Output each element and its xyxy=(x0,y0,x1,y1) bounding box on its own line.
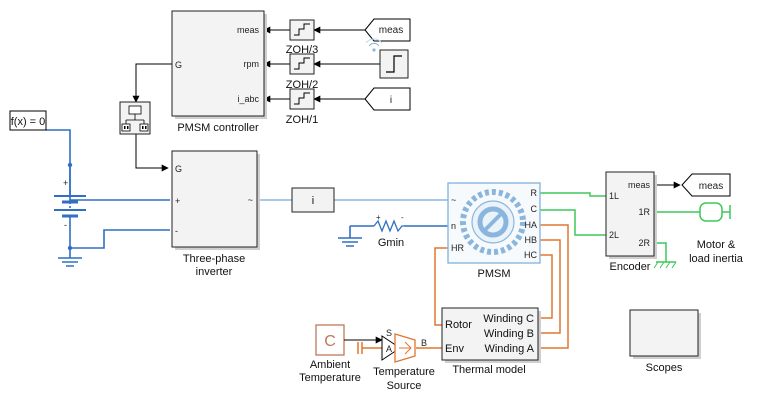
mechanical-reference-icon xyxy=(653,261,677,269)
pmsm-port-c: C xyxy=(531,204,538,214)
temp-source-port-b: B xyxy=(421,338,427,348)
inverter-port-plus: + xyxy=(175,196,180,206)
pmsm-port-r: R xyxy=(531,188,538,198)
inverter-port-ac: ~ xyxy=(248,195,253,205)
dc-voltage-source[interactable]: + - xyxy=(54,178,86,230)
temp-source-port-a: A xyxy=(386,344,392,354)
svg-text:+: + xyxy=(376,213,381,222)
encoder-port-1r: 1R xyxy=(638,207,650,217)
temp-source-label-line1: Temperature xyxy=(373,366,435,378)
encoder-port-meas: meas xyxy=(628,180,651,190)
from-i-tag[interactable]: i xyxy=(364,87,411,111)
zoh1-block[interactable] xyxy=(289,88,315,110)
current-sensor-block[interactable]: i xyxy=(291,187,335,213)
thermal-model-label: Thermal model xyxy=(452,364,525,376)
controller-port-iabc: i_abc xyxy=(237,94,259,104)
encoder-port-2l: 2L xyxy=(609,230,619,240)
controller-port-g: G xyxy=(175,60,182,70)
inertia-icon[interactable] xyxy=(699,202,731,222)
mechanical-wires xyxy=(540,192,700,262)
temp-source-label-line2: Source xyxy=(387,380,422,392)
pmsm-port-ha: HA xyxy=(524,220,537,230)
from-i-text: i xyxy=(390,95,392,106)
zoh1-label: ZOH/1 xyxy=(286,114,318,126)
ambient-label-line1: Ambient xyxy=(310,359,350,371)
dc-plus-sign: + xyxy=(63,178,68,188)
scopes-block[interactable] xyxy=(629,309,701,359)
dc-minus-sign: - xyxy=(64,220,67,230)
from-meas-text: meas xyxy=(379,25,403,36)
inverter-label-line1: Three-phase xyxy=(183,253,245,265)
motor-load-label-line2: load inertia xyxy=(689,253,744,265)
pmsm-controller-label: PMSM controller xyxy=(177,122,259,134)
temp-source-port-s: S xyxy=(386,328,392,338)
encoder-port-1l: 1L xyxy=(609,191,619,201)
step-source-block[interactable] xyxy=(379,49,409,79)
electrical-wires xyxy=(46,129,448,258)
three-phase-inverter-block[interactable]: G + ~ - xyxy=(171,150,260,250)
temperature-source-block[interactable]: S A B xyxy=(357,328,427,363)
pmsm-label: PMSM xyxy=(478,268,511,280)
ambient-label-line2: Temperature xyxy=(299,372,361,384)
pmsm-port-ac: ~ xyxy=(451,195,456,205)
ambient-temperature-block[interactable]: C xyxy=(315,324,371,356)
constant-icon: C xyxy=(324,333,336,350)
thermal-port-env: Env xyxy=(445,343,464,355)
controller-port-rpm: rpm xyxy=(244,59,260,69)
solver-configuration-block[interactable]: f(x) = 0 xyxy=(9,110,47,131)
from-meas-tag[interactable]: meas xyxy=(364,18,411,42)
controller-port-meas: meas xyxy=(237,25,260,35)
gmin-label: Gmin xyxy=(378,237,404,249)
thermal-wires xyxy=(362,224,569,349)
zoh2-block[interactable] xyxy=(289,53,315,75)
goto-meas-tag[interactable]: meas xyxy=(681,173,731,197)
encoder-label: Encoder xyxy=(610,261,651,273)
inverter-port-minus: - xyxy=(175,226,178,236)
zoh3-block[interactable] xyxy=(289,19,315,41)
goto-meas-text: meas xyxy=(699,181,723,192)
solver-label: f(x) = 0 xyxy=(11,116,46,128)
thermal-model-block[interactable]: Rotor Env Winding C Winding B Winding A xyxy=(441,307,541,363)
inverter-label-line2: inverter xyxy=(196,266,233,278)
scopes-label: Scopes xyxy=(646,362,683,374)
gmin-resistor[interactable]: + - xyxy=(338,213,404,247)
gate-selector-block[interactable] xyxy=(119,101,151,135)
thermal-port-winding-c: Winding C xyxy=(483,313,534,325)
pmsm-controller-block[interactable]: G meas rpm i_abc xyxy=(171,10,267,119)
ground-icon xyxy=(58,257,82,267)
thermal-port-winding-b: Winding B xyxy=(484,328,534,340)
motor-load-label-line1: Motor & xyxy=(697,239,736,251)
pmsm-port-n: n xyxy=(451,221,456,231)
encoder-port-2r: 2R xyxy=(638,238,650,248)
encoder-block[interactable]: 1L 2L meas 1R 2R xyxy=(605,171,657,259)
svg-text:-: - xyxy=(401,213,404,222)
current-sensor-label: i xyxy=(312,195,314,207)
zoh2-label: ZOH/2 xyxy=(286,79,318,91)
zoh3-label: ZOH/3 xyxy=(286,44,318,56)
thermal-port-winding-a: Winding A xyxy=(484,343,534,355)
pmsm-port-hc: HC xyxy=(524,250,537,260)
pmsm-port-hr: HR xyxy=(451,243,464,253)
inverter-port-g: G xyxy=(175,164,182,174)
pmsm-block[interactable]: ~ n HR R C HA HB HC xyxy=(447,182,541,264)
wireless-icon xyxy=(365,38,383,52)
signal-wires xyxy=(132,26,681,344)
thermal-port-rotor: Rotor xyxy=(445,319,472,331)
pmsm-port-hb: HB xyxy=(524,235,537,245)
